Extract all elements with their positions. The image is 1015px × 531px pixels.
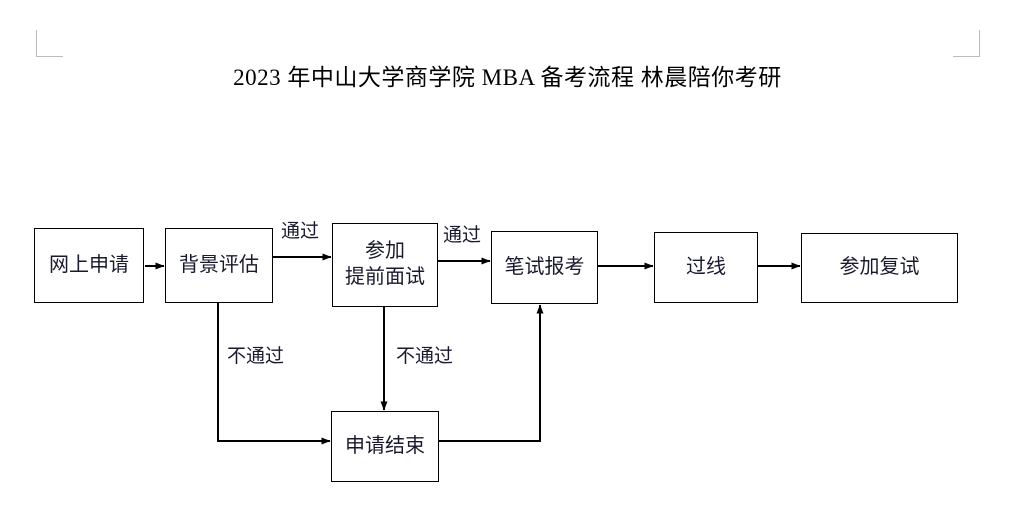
node-written-exam-registration-label: 笔试报考 <box>504 255 585 278</box>
edge-label-pass-2: 通过 <box>443 225 482 246</box>
node-second-interview-label: 参加复试 <box>839 256 920 279</box>
edge-label-fail-1: 不通过 <box>227 346 285 367</box>
node-pass-the-line[interactable]: 过线 <box>654 232 758 303</box>
node-pre-interview-label-line1: 参加 <box>365 240 405 263</box>
node-pre-interview-label-line2: 提前面试 <box>345 266 425 288</box>
node-background-assessment-label: 背景评估 <box>179 253 259 276</box>
node-online-application[interactable]: 网上申请 <box>34 228 144 303</box>
edge-label-fail-2: 不通过 <box>396 346 454 367</box>
node-application-end-label: 申请结束 <box>345 434 425 457</box>
edge-application-end-to-written-exam <box>439 304 544 442</box>
page-corner-mark-top-left <box>36 30 63 57</box>
edge-background-assessment-to-application-end <box>217 303 331 445</box>
node-written-exam-registration[interactable]: 笔试报考 <box>491 231 598 304</box>
node-pass-the-line-label: 过线 <box>686 255 726 278</box>
node-application-end[interactable]: 申请结束 <box>331 411 439 482</box>
node-second-interview[interactable]: 参加复试 <box>801 233 958 303</box>
node-background-assessment[interactable]: 背景评估 <box>165 228 273 303</box>
edge-label-pass-1: 通过 <box>281 221 320 242</box>
page-title: 2023 年中山大学商学院 MBA 备考流程 林晨陪你考研 <box>233 65 782 90</box>
node-pre-interview[interactable]: 参加 提前面试 <box>332 223 438 307</box>
node-online-application-label: 网上申请 <box>49 253 129 276</box>
page-corner-mark-top-right <box>953 30 980 57</box>
